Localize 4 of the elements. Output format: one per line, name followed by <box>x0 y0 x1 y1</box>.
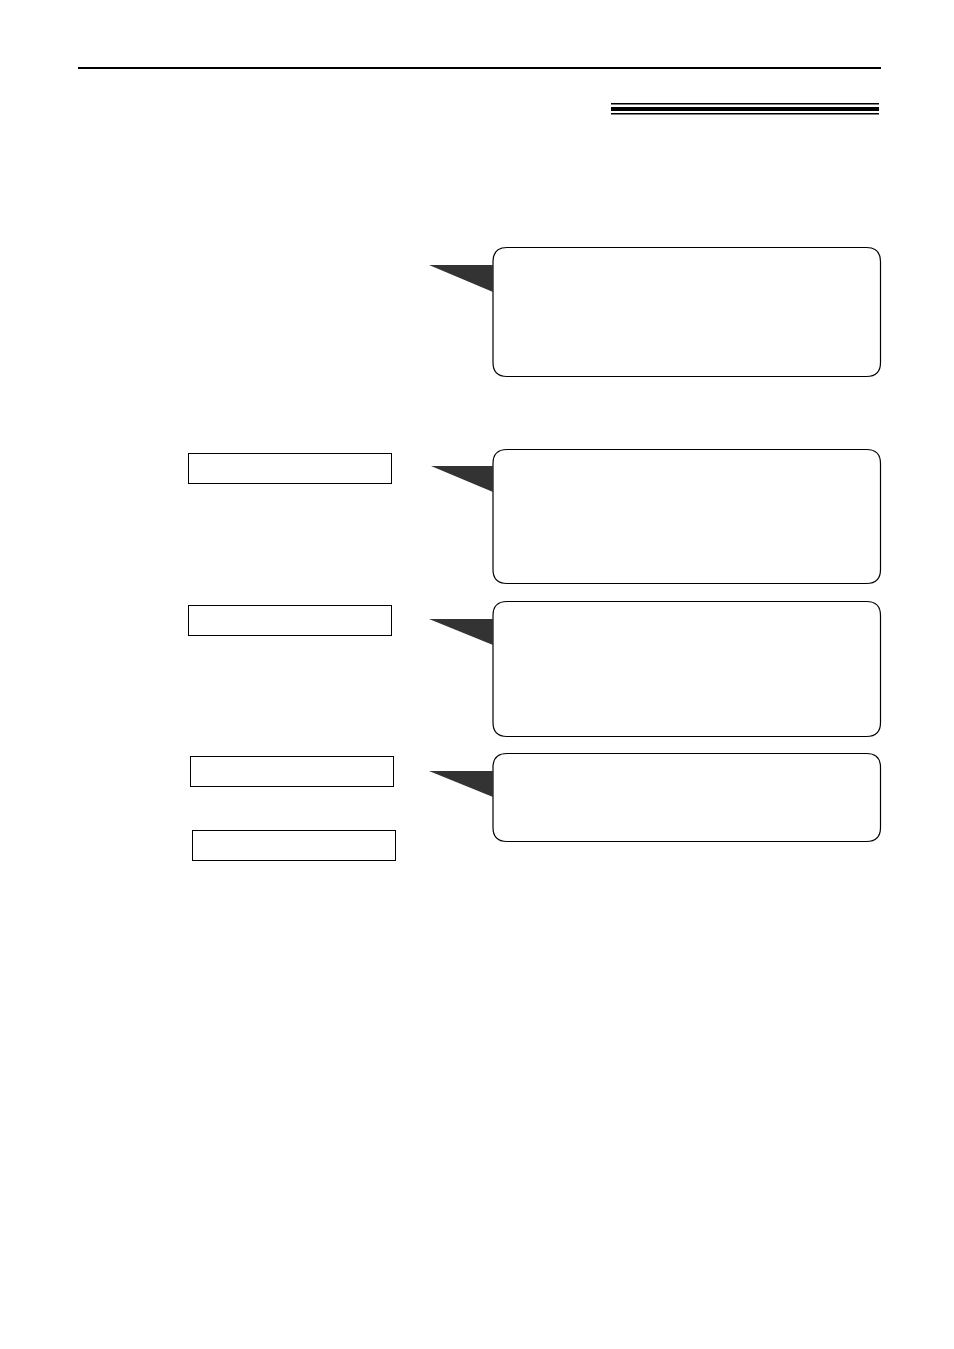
outline-box <box>188 453 392 484</box>
outline-box <box>192 830 396 861</box>
outline-box <box>190 756 394 787</box>
outline-box <box>188 605 392 636</box>
